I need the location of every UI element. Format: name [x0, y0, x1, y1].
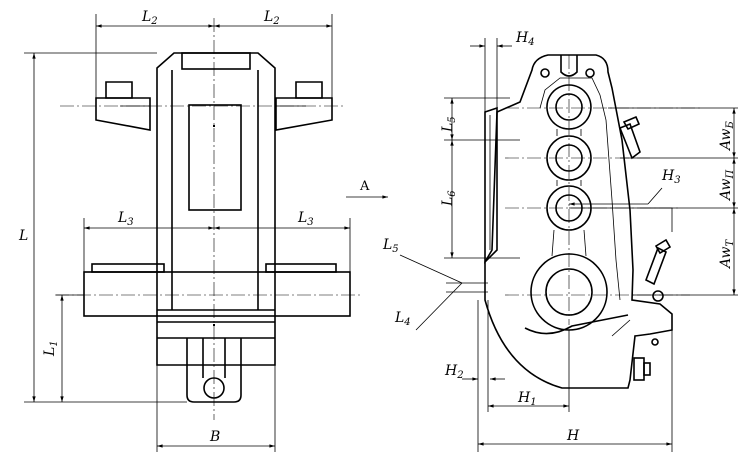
dim-awP: AwП: [718, 170, 736, 202]
dim-awB: AwБ: [718, 121, 736, 152]
dim-L2-left: L2: [141, 9, 158, 27]
dim-L: L: [18, 228, 28, 244]
dim-H: H: [566, 428, 580, 444]
dim-H3: H3: [661, 168, 681, 186]
dim-L5-leader: L5: [382, 237, 399, 255]
dim-L6: L6: [440, 190, 458, 207]
dim-L1: L1: [42, 340, 60, 357]
dim-H4: H4: [515, 30, 535, 48]
side-view: H4 L5 L6 L5 L4 AwБ AwП AwТ H3: [382, 30, 738, 452]
view-label: A: [359, 179, 370, 194]
dim-L3-right: L3: [297, 210, 314, 228]
dim-L5-vertical: L5: [440, 116, 458, 133]
front-view: L2 L2 L3 L3 L L1 B: [18, 9, 360, 452]
dim-H2: H2: [444, 363, 464, 381]
dim-B: B: [209, 429, 220, 445]
dim-L2-right: L2: [263, 9, 280, 27]
dim-H1: H1: [517, 390, 537, 408]
dim-L4: L4: [394, 310, 411, 328]
view-arrow-a: A: [346, 179, 389, 199]
dim-L3-left: L3: [117, 210, 134, 228]
dim-awT: AwТ: [718, 239, 736, 270]
